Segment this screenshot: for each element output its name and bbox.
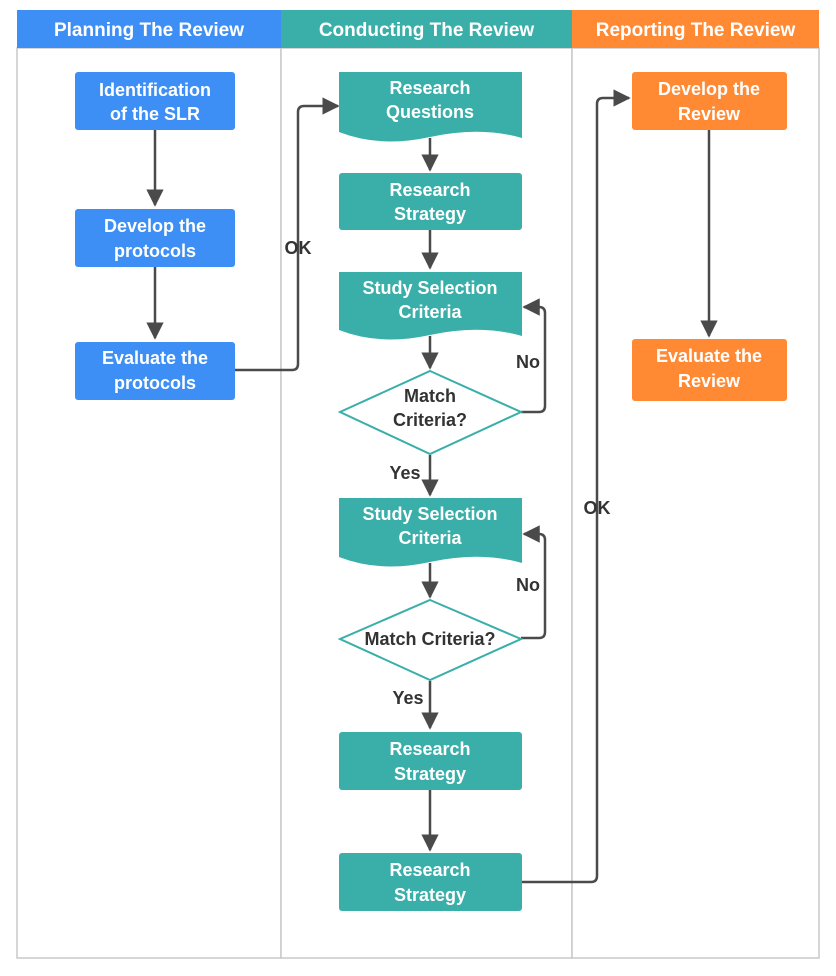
- node-label-line: of the SLR: [110, 104, 200, 124]
- planning-nodes: Identification of the SLR Develop the pr…: [75, 72, 235, 400]
- node-research-strategy-1: Research Strategy: [339, 173, 522, 230]
- edge-strategy-3-to-develop-review: [522, 89, 631, 884]
- node-evaluate-review: Evaluate the Review: [632, 339, 787, 401]
- node-label-line: Criteria: [398, 302, 462, 322]
- node-label-line: Research: [389, 860, 470, 880]
- node-study-selection-criteria-2: Study Selection Criteria: [339, 498, 522, 567]
- lane-planning-body: [16, 47, 282, 959]
- node-label-line: Match Criteria?: [364, 629, 495, 649]
- node-research-strategy-3: Research Strategy: [339, 853, 522, 911]
- node-label-line: Research: [389, 180, 470, 200]
- node-label-line: Strategy: [394, 764, 466, 784]
- node-label-line: protocols: [114, 373, 196, 393]
- node-label-line: Research: [389, 739, 470, 759]
- edge-label-ok-reporting: OK: [584, 498, 611, 518]
- lane-header-reporting: [572, 10, 819, 48]
- node-label-line: Study Selection: [362, 504, 497, 524]
- node-study-selection-criteria-1: Study Selection Criteria: [339, 272, 522, 340]
- node-label-line: Study Selection: [362, 278, 497, 298]
- node-label-line: Strategy: [394, 885, 466, 905]
- lane-title-conducting: Conducting The Review: [319, 20, 535, 41]
- node-label-line: Evaluate the: [102, 348, 208, 368]
- reporting-nodes: Develop the Review Evaluate the Review: [632, 72, 787, 401]
- node-label-line: Develop the: [104, 216, 206, 236]
- lane-title-planning: Planning The Review: [54, 20, 244, 41]
- node-label-line: protocols: [114, 241, 196, 261]
- edge-label-ok-conducting: OK: [285, 238, 312, 258]
- node-match-criteria-2: Match Criteria?: [337, 598, 524, 682]
- node-label-line: Criteria?: [393, 410, 467, 430]
- node-research-strategy-2: Research Strategy: [339, 732, 522, 790]
- edge-label-no-1: No: [516, 352, 540, 372]
- node-label-line: Questions: [386, 102, 474, 122]
- edge-evaluate-to-research-questions: [235, 97, 340, 372]
- node-label-line: Match: [404, 386, 456, 406]
- node-research-questions: Research Questions: [339, 72, 522, 142]
- conducting-nodes: Research Questions Research Strategy Stu…: [337, 72, 524, 911]
- edge-match-1-no-loop: [521, 298, 547, 414]
- node-label-line: Strategy: [394, 204, 466, 224]
- node-label-line: Develop the: [658, 79, 760, 99]
- connectors: [146, 89, 718, 884]
- edge-label-yes-2: Yes: [392, 688, 423, 708]
- node-label-line: Review: [678, 104, 741, 124]
- node-label-line: Criteria: [398, 528, 462, 548]
- edge-match-2-no-loop: [521, 525, 547, 640]
- lane-header-conducting: [281, 10, 572, 48]
- edge-label-no-2: No: [516, 575, 540, 595]
- lane-header-planning: [17, 10, 281, 48]
- lane-title-reporting: Reporting The Review: [596, 20, 796, 41]
- edge-labels: OK No Yes OK No Yes: [285, 238, 611, 708]
- node-develop-protocols: Develop the protocols: [75, 209, 235, 267]
- node-identification-of-slr: Identification of the SLR: [75, 72, 235, 130]
- node-label-line: Review: [678, 371, 741, 391]
- node-label-line: Identification: [99, 80, 211, 100]
- lane-headers: Planning The Review Conducting The Revie…: [17, 10, 819, 48]
- node-evaluate-protocols: Evaluate the protocols: [75, 342, 235, 400]
- edge-label-yes-1: Yes: [389, 463, 420, 483]
- node-develop-review: Develop the Review: [632, 72, 787, 130]
- node-label-line: Research: [389, 78, 470, 98]
- node-label-line: Evaluate the: [656, 346, 762, 366]
- node-match-criteria-1: Match Criteria?: [337, 369, 524, 456]
